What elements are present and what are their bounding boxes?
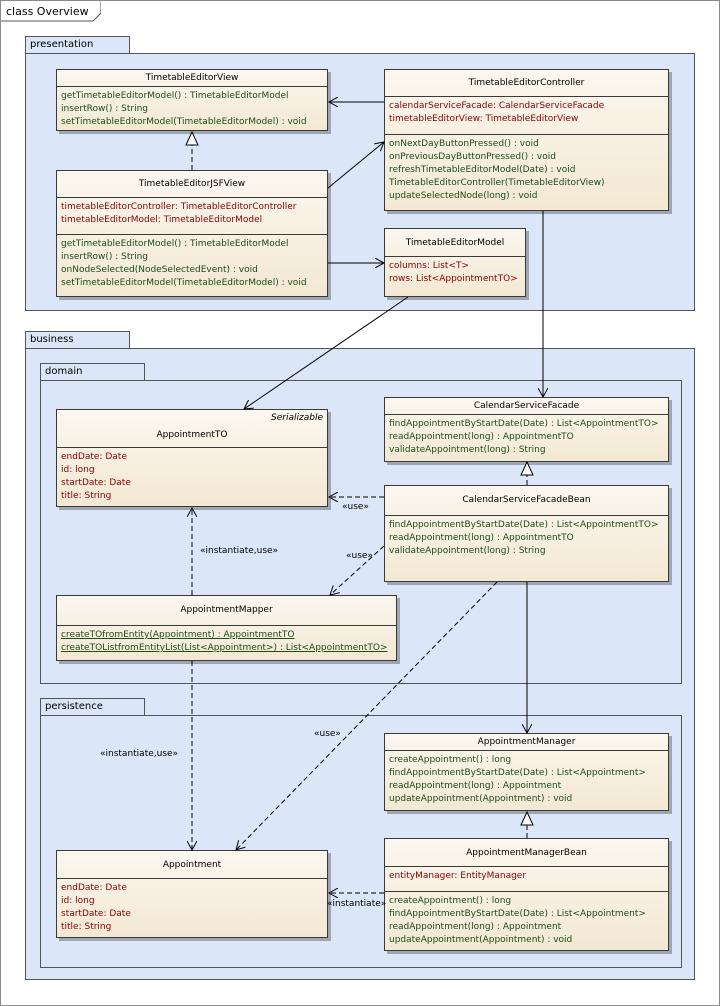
class-appointment-mapper[interactable]: AppointmentMapper createTOfromEntity(App… xyxy=(56,595,397,661)
operation: updateSelectedNode(long) : void xyxy=(389,191,538,201)
attribute: rows: List<AppointmentTO> xyxy=(389,274,518,284)
class-timetable-editor-model[interactable]: TimetableEditorModel columns: List<T> ro… xyxy=(384,228,526,297)
operation: refreshTimetableEditorModel(Date) : void xyxy=(389,165,576,175)
label-use: «use» xyxy=(314,729,341,739)
operation: insertRow() : String xyxy=(61,104,149,114)
class-timetable-editor-controller[interactable]: TimetableEditorController calendarServic… xyxy=(384,69,669,211)
class-calendar-service-facade-bean[interactable]: CalendarServiceFacadeBean findAppointmen… xyxy=(384,485,669,582)
operation: createAppointment() : long xyxy=(389,896,512,906)
package-tab-domain[interactable]: domain xyxy=(40,363,145,381)
class-appointment-to[interactable]: Serializable AppointmentTO endDate: Date… xyxy=(56,409,328,507)
class-appointment-manager-bean[interactable]: AppointmentManagerBean entityManager: En… xyxy=(384,838,669,951)
attribute: timetableEditorModel: TimetableEditorMod… xyxy=(61,215,263,225)
attribute: id: long xyxy=(61,465,95,475)
class-name: TimetableEditorModel xyxy=(405,238,505,248)
operation: findAppointmentByStartDate(Date) : List<… xyxy=(389,909,646,919)
dependency-facadebean-mapper[interactable] xyxy=(330,545,385,595)
class-timetable-editor-jsf-view[interactable]: TimetableEditorJSFView timetableEditorCo… xyxy=(56,170,328,297)
class-name: CalendarServiceFacade xyxy=(473,401,580,411)
operation: findAppointmentByStartDate(Date) : List<… xyxy=(389,768,646,778)
association-model-appointmentto[interactable] xyxy=(244,296,409,409)
attribute: startDate: Date xyxy=(61,478,131,488)
package-tab-business[interactable]: business xyxy=(25,331,130,349)
operation: findAppointmentByStartDate(Date) : List<… xyxy=(389,419,659,429)
static-operation: createTOfromEntity(Appointment) : Appoin… xyxy=(61,630,295,640)
operation: readAppointment(long) : Appointment xyxy=(389,922,562,932)
operation: readAppointment(long) : AppointmentTO xyxy=(389,533,574,543)
package-label-persistence: persistence xyxy=(45,701,103,712)
class-name: AppointmentTO xyxy=(156,430,228,440)
package-tab-persistence[interactable]: persistence xyxy=(40,698,145,716)
class-calendar-service-facade[interactable]: CalendarServiceFacade findAppointmentByS… xyxy=(384,397,669,462)
operation: updateAppointment(Appointment) : void xyxy=(389,935,573,945)
attribute: endDate: Date xyxy=(61,452,127,462)
label-instantiate: «instantiate» xyxy=(327,899,387,909)
label-instantiate-use: «instantiate,use» xyxy=(200,546,279,556)
attribute: endDate: Date xyxy=(61,883,127,893)
operation: setTimetableEditorModel(TimetableEditorM… xyxy=(61,117,307,127)
operation: findAppointmentByStartDate(Date) : List<… xyxy=(389,520,659,530)
class-name: Appointment xyxy=(162,860,222,870)
association-jsfview-controller[interactable] xyxy=(327,142,384,189)
operation: onNodeSelected(NodeSelectedEvent) : void xyxy=(61,265,258,275)
operation: readAppointment(long) : Appointment xyxy=(389,781,562,791)
package-label-business: business xyxy=(30,334,74,345)
label-instantiate-use: «instantiate,use» xyxy=(100,749,179,759)
attribute: timetableEditorView: TimetableEditorView xyxy=(389,114,579,124)
package-label-presentation: presentation xyxy=(30,39,94,50)
class-timetable-editor-view[interactable]: TimetableEditorView getTimetableEditorMo… xyxy=(56,69,328,131)
operation: onNextDayButtonPressed() : void xyxy=(389,139,539,149)
label-use: «use» xyxy=(346,551,373,561)
attribute: timetableEditorController: TimetableEdit… xyxy=(61,202,297,212)
class-appointment[interactable]: Appointment endDate: Date id: long start… xyxy=(56,850,328,938)
operation: readAppointment(long) : AppointmentTO xyxy=(389,432,574,442)
attribute: calendarServiceFacade: CalendarServiceFa… xyxy=(389,101,605,111)
attribute: startDate: Date xyxy=(61,909,131,919)
class-name: TimetableEditorView xyxy=(145,73,239,83)
static-operation: createTOListfromEntityList(List<Appointm… xyxy=(61,643,388,653)
operation: TimetableEditorController(TimetableEdito… xyxy=(389,178,605,188)
class-name: AppointmentManagerBean xyxy=(466,848,587,858)
package-tab-presentation[interactable]: presentation xyxy=(25,36,130,54)
attribute: title: String xyxy=(61,922,112,932)
attribute: title: String xyxy=(61,491,112,501)
stereotype-label: Serializable xyxy=(271,413,323,423)
class-name: TimetableEditorController xyxy=(468,78,585,88)
class-name: AppointmentMapper xyxy=(180,605,273,615)
operation: validateAppointment(long) : String xyxy=(389,445,546,455)
attribute: id: long xyxy=(61,896,95,906)
operation: getTimetableEditorModel() : TimetableEdi… xyxy=(61,91,289,101)
diagram-title: class Overview xyxy=(6,5,89,18)
operation: validateAppointment(long) : String xyxy=(389,546,546,556)
attribute: columns: List<T> xyxy=(389,261,470,271)
operation: updateAppointment(Appointment) : void xyxy=(389,794,573,804)
package-label-domain: domain xyxy=(45,366,83,377)
class-name: TimetableEditorJSFView xyxy=(138,179,246,189)
class-appointment-manager[interactable]: AppointmentManager createAppointment() :… xyxy=(384,733,669,811)
operation: createAppointment() : long xyxy=(389,755,512,765)
class-name: CalendarServiceFacadeBean xyxy=(462,495,591,505)
operation: getTimetableEditorModel() : TimetableEdi… xyxy=(61,239,289,249)
operation: insertRow() : String xyxy=(61,252,149,262)
class-name: AppointmentManager xyxy=(477,737,576,747)
operation: onPreviousDayButtonPressed() : void xyxy=(389,152,556,162)
dependency-facadebean-appointment[interactable] xyxy=(236,581,498,850)
frame-tab xyxy=(1,1,101,22)
label-use: «use» xyxy=(342,502,369,512)
attribute: entityManager: EntityManager xyxy=(389,871,527,881)
operation: setTimetableEditorModel(TimetableEditorM… xyxy=(61,278,307,288)
